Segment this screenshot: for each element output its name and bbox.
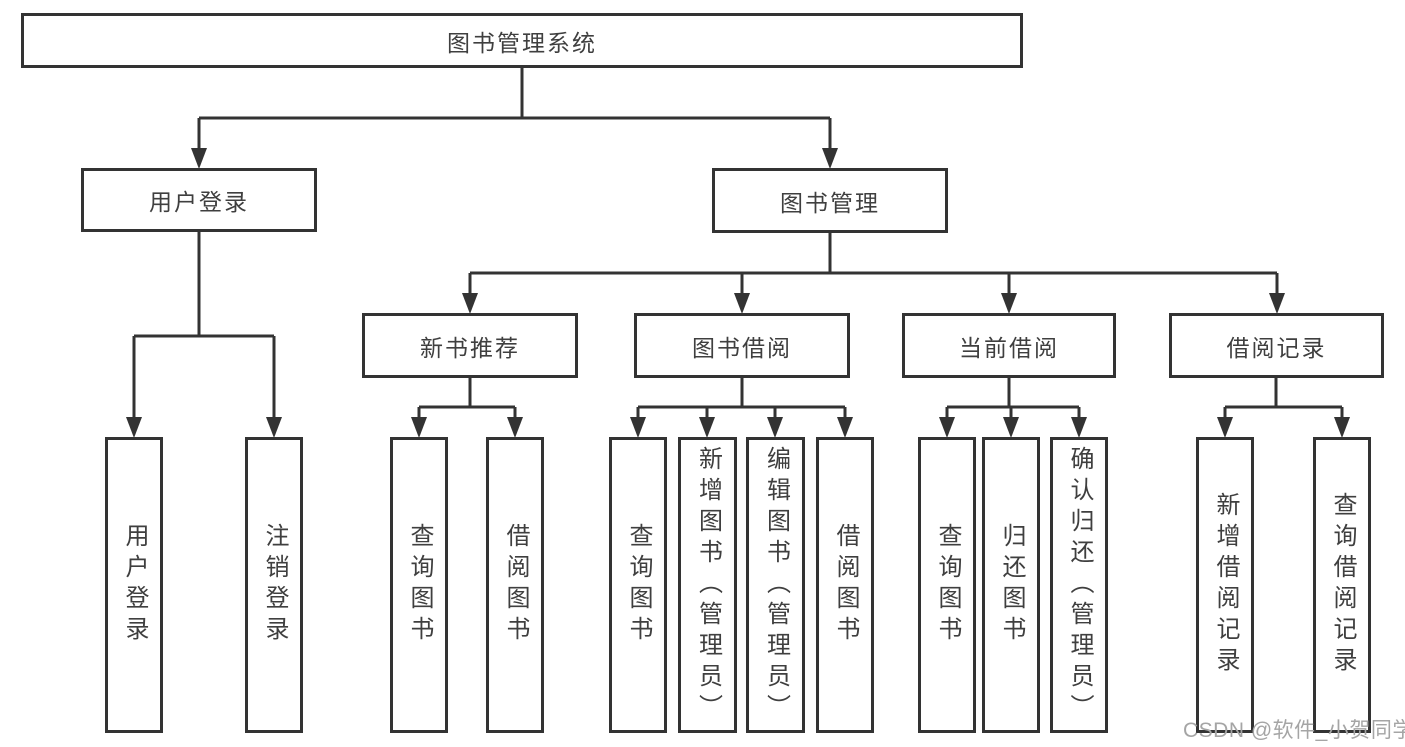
node-new-book-recommend-label: 新书推荐	[420, 334, 520, 361]
node-root-system-label: 图书管理系统	[447, 29, 597, 56]
leaf-borrow-books-label: 借阅图书	[832, 523, 859, 647]
leaf-query-books-current: 查询图书	[918, 437, 976, 733]
leaf-logout: 注销登录	[245, 437, 303, 733]
node-new-book-recommend: 新书推荐	[362, 313, 578, 378]
node-current-borrow: 当前借阅	[902, 313, 1116, 378]
leaf-add-borrow-record-label: 新增借阅记录	[1212, 492, 1239, 678]
node-root-system: 图书管理系统	[21, 13, 1023, 68]
watermark: CSDN @软件_小贺同学	[1183, 719, 1405, 742]
node-borrow-records: 借阅记录	[1169, 313, 1384, 378]
leaf-confirm-return-admin-label: 确认归还（管理员）	[1066, 445, 1093, 725]
connector-root-to-level2	[191, 66, 838, 169]
node-user-login: 用户登录	[81, 168, 317, 232]
leaf-query-borrow-record-label: 查询借阅记录	[1329, 492, 1356, 678]
connector-user-login-to-leaves	[126, 230, 282, 438]
leaf-query-books-current-label: 查询图书	[934, 523, 961, 647]
leaf-query-books-borrow-label: 查询图书	[625, 523, 652, 647]
leaf-query-books-borrow: 查询图书	[609, 437, 667, 733]
leaf-borrow-books: 借阅图书	[816, 437, 874, 733]
leaf-logout-label: 注销登录	[261, 523, 288, 647]
leaf-add-borrow-record: 新增借阅记录	[1196, 437, 1254, 733]
leaf-user-login: 用户登录	[105, 437, 163, 733]
leaf-return-books-label: 归还图书	[998, 523, 1025, 647]
node-user-login-label: 用户登录	[149, 189, 249, 215]
leaf-query-books-recommend-label: 查询图书	[406, 523, 433, 647]
node-current-borrow-label: 当前借阅	[959, 334, 1059, 361]
connector-book-management-to-level3	[462, 231, 1285, 314]
connector-book-borrow-to-leaves	[630, 376, 853, 438]
leaf-confirm-return-admin: 确认归还（管理员）	[1050, 437, 1108, 733]
leaf-query-books-recommend: 查询图书	[390, 437, 448, 733]
connector-borrow-records-to-leaves	[1217, 376, 1350, 438]
node-book-management: 图书管理	[712, 168, 948, 233]
leaf-query-borrow-record: 查询借阅记录	[1313, 437, 1371, 733]
node-book-borrow: 图书借阅	[634, 313, 850, 378]
leaf-add-books-admin: 新增图书（管理员）	[678, 437, 737, 733]
leaf-user-login-label: 用户登录	[121, 523, 148, 647]
connector-current-borrow-to-leaves	[939, 376, 1087, 438]
leaf-add-books-admin-label: 新增图书（管理员）	[694, 445, 722, 725]
leaf-return-books: 归还图书	[982, 437, 1040, 733]
leaf-edit-books-admin: 编辑图书（管理员）	[746, 437, 805, 733]
node-borrow-records-label: 借阅记录	[1226, 334, 1327, 361]
connector-new-book-recommend-to-leaves	[411, 376, 523, 438]
node-book-borrow-label: 图书借阅	[692, 334, 792, 361]
leaf-borrow-books-recommend-label: 借阅图书	[502, 523, 529, 647]
leaf-borrow-books-recommend: 借阅图书	[486, 437, 544, 733]
leaf-edit-books-admin-label: 编辑图书（管理员）	[762, 445, 790, 725]
node-book-management-label: 图书管理	[780, 189, 880, 216]
